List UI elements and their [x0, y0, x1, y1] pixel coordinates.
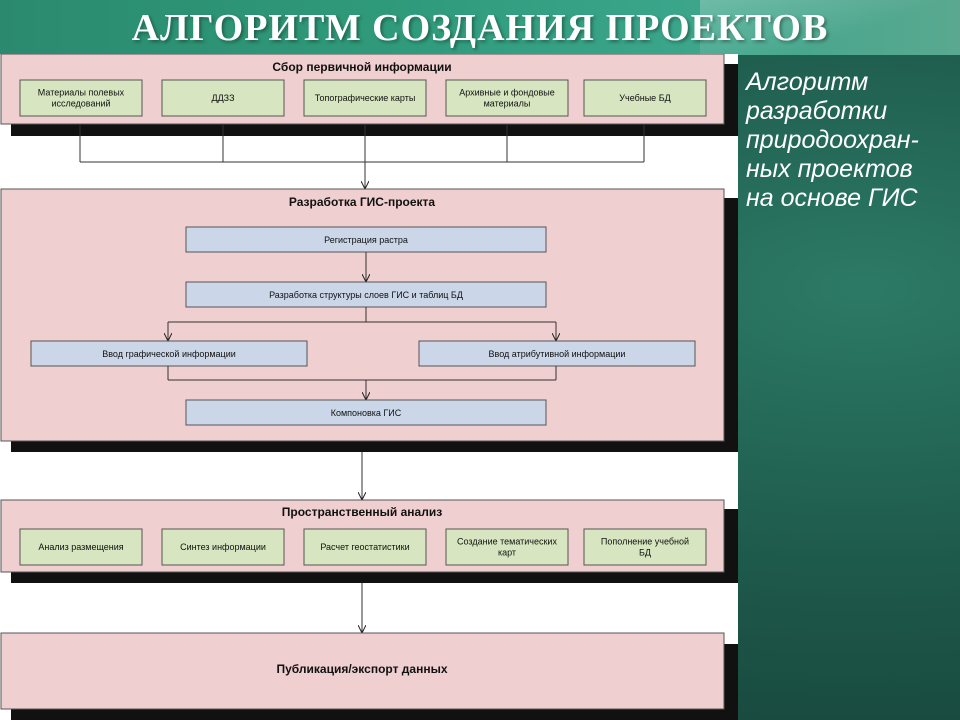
stage1-item-box [161, 79, 285, 117]
side-caption-line: природоохран- [746, 126, 919, 154]
stage1-item-box [445, 79, 569, 117]
stage1-item-label: Топографические карты [315, 93, 416, 103]
side-caption-line: ных проектов [746, 155, 913, 183]
raster-registration-label: Регистрация растра [324, 235, 408, 245]
stage2-title: Разработка ГИС-проекта [289, 195, 436, 209]
merge-connectors [167, 366, 557, 399]
stage3-item-box [445, 528, 569, 566]
structure-box [185, 281, 547, 308]
stage3-item-label: Создание тематических [457, 537, 557, 547]
layout-box [185, 399, 547, 426]
stage3-item-box [583, 528, 707, 566]
stage3-item-label: Расчет геостатистики [320, 542, 409, 552]
stage4-title: Публикация/экспорт данных [277, 662, 448, 676]
slide-title: АЛГОРИТМ СОЗДАНИЯ ПРОЕКТОВ [131, 7, 829, 49]
stage1-item-label: Архивные и фондовые [459, 88, 555, 98]
raster-registration-box [185, 226, 547, 253]
diagram-canvas: Сбор первичной информации Материалы поле… [0, 54, 738, 720]
stage3-item-label: карт [498, 548, 516, 558]
stage3-item-box [161, 528, 285, 566]
stage1-item-label: Учебные БД [619, 93, 670, 103]
stage1-connectors [79, 124, 645, 188]
stage1-title: Сбор первичной информации [272, 60, 451, 74]
side-caption: Алгоритм разработки природоохран- ных пр… [746, 68, 956, 213]
stage3-item-label: Синтез информации [180, 542, 266, 552]
stage1-item-label: Материалы полевых [38, 88, 125, 98]
stage1-item-label: исследований [51, 99, 110, 109]
title-bar [0, 0, 960, 55]
stage4-box [0, 632, 725, 710]
structure-label: Разработка структуры слоев ГИС и таблиц … [269, 290, 463, 300]
stage3-item-box [303, 528, 427, 566]
stage3-item-label: БД [639, 548, 651, 558]
title-glow [700, 0, 960, 55]
stage1-item-label: ДДЗЗ [211, 93, 234, 103]
split-connectors [168, 307, 556, 340]
stage1-item-box [583, 79, 707, 117]
side-caption-line: Алгоритм [746, 68, 869, 96]
layout-label: Компоновка ГИС [331, 408, 402, 418]
graphic-input-box [30, 340, 308, 367]
stage1-item-label: материалы [484, 99, 531, 109]
stage3-item-label: Анализ размещения [38, 542, 123, 552]
stage1-item-box [303, 79, 427, 117]
stage3-title: Пространственный анализ [282, 505, 442, 519]
flowchart: Сбор первичной информации Материалы поле… [0, 54, 738, 720]
side-caption-line: разработки [746, 97, 888, 125]
side-caption-line: на основе ГИС [746, 184, 918, 212]
stage1-item-box [19, 79, 143, 117]
attribute-input-label: Ввод атрибутивной информации [489, 349, 626, 359]
stage3-item-label: Пополнение учебной [601, 537, 689, 547]
attribute-input-box [418, 340, 696, 367]
graphic-input-label: Ввод графической информации [102, 349, 236, 359]
stage3-item-box [19, 528, 143, 566]
